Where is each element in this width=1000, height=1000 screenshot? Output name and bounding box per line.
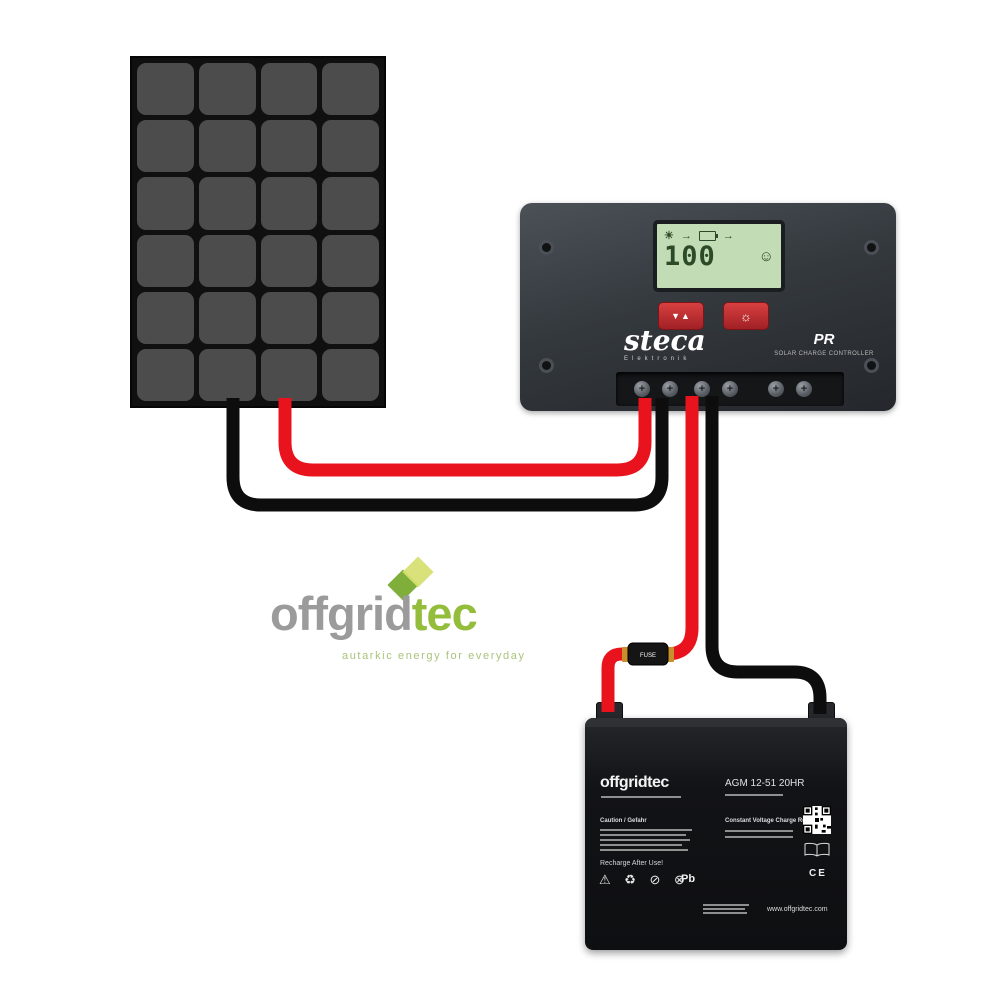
battery-icon xyxy=(698,230,718,241)
cable-battery-positive xyxy=(601,396,699,712)
solar-cell xyxy=(137,348,194,401)
fuse-nut-icon xyxy=(622,647,630,662)
solar-cell xyxy=(198,177,256,230)
solar-cell xyxy=(322,291,379,344)
solar-cell xyxy=(198,291,256,344)
solar-panel xyxy=(130,56,386,408)
lead-pb-label: Pb xyxy=(681,873,696,885)
fine-print-line xyxy=(600,829,692,831)
steca-sub-brand: Elektronik xyxy=(624,356,691,362)
battery-artno-line xyxy=(725,794,783,796)
solar-cell xyxy=(198,63,256,116)
terminal-screw-icon xyxy=(768,381,784,397)
mounting-hole-icon xyxy=(867,361,876,370)
battery-lid xyxy=(585,718,847,727)
fuse-body xyxy=(627,642,669,666)
solar-cell xyxy=(260,291,318,344)
terminal-screw-icon xyxy=(694,381,710,397)
fine-print-line xyxy=(600,849,688,851)
solar-cell xyxy=(322,120,379,173)
battery-caution-title: Caution / Gefahr xyxy=(600,818,647,824)
manual-book-icon xyxy=(804,842,830,857)
fine-print-line xyxy=(600,834,686,836)
inline-fuse: FUSE xyxy=(622,642,674,666)
controller-light-button: ☼ xyxy=(723,302,769,330)
terminal-screw-icon xyxy=(722,381,738,397)
model-name: PR xyxy=(813,331,835,348)
terminal-screw-icon xyxy=(662,381,678,397)
solar-cell xyxy=(137,120,194,173)
qr-code-icon xyxy=(803,806,831,834)
fine-print-line xyxy=(600,844,682,846)
lcd-value: 100 xyxy=(664,241,716,272)
steca-logo: steca Elektronik xyxy=(624,324,706,363)
lamp-icon: ☼ xyxy=(740,308,752,324)
fine-print-line xyxy=(703,904,749,906)
battery-regulation-title: Constant Voltage Charge Regulation xyxy=(725,818,829,824)
solar-cell xyxy=(198,234,256,287)
mounting-hole-icon xyxy=(542,243,551,252)
lcd-display: ☀ → → 100 ☺ xyxy=(653,220,785,292)
solar-cell xyxy=(137,177,194,230)
solar-panel-cells xyxy=(137,63,379,401)
lcd-icon-row: ☀ → → xyxy=(664,229,774,243)
solar-cell xyxy=(322,63,379,116)
solar-cell xyxy=(137,63,194,116)
battery-brand: offgridtec xyxy=(600,774,669,791)
arrow-right-icon: → xyxy=(680,229,692,242)
solar-cell xyxy=(260,234,318,287)
model-caption: SOLAR CHARGE CONTROLLER xyxy=(774,351,874,357)
solar-cell xyxy=(322,348,379,401)
fuse-nut-icon xyxy=(666,647,674,662)
charge-controller: ☀ → → 100 ☺ ▼▲ ☼ steca Elektronik PR SOL… xyxy=(520,203,896,411)
model-label: PR SOLAR CHARGE CONTROLLER xyxy=(772,331,876,357)
solar-cell xyxy=(137,291,194,344)
fine-print-line xyxy=(600,839,690,841)
watermark-tagline: autarkic energy for everyday xyxy=(342,650,526,662)
ce-mark: CE xyxy=(809,868,827,879)
fine-print-line xyxy=(725,836,793,838)
lcd-readout: 100 ☺ xyxy=(664,243,774,270)
cable-battery-negative xyxy=(705,396,827,714)
terminal-screw-icon xyxy=(634,381,650,397)
mounting-hole-icon xyxy=(542,361,551,370)
solar-cell xyxy=(260,63,318,116)
smiley-icon: ☺ xyxy=(758,248,774,265)
solar-cell xyxy=(198,120,256,173)
solar-cell xyxy=(260,177,318,230)
fine-print-line xyxy=(725,830,793,832)
watermark-brand: offgridtec xyxy=(270,587,478,640)
watermark-brand-green: tec xyxy=(411,587,478,640)
select-arrows-icon: ▼▲ xyxy=(671,311,691,321)
solar-cell xyxy=(322,234,379,287)
battery-recharge-note: Recharge After Use! xyxy=(600,860,664,867)
battery-brand-tagline-line xyxy=(601,796,681,798)
solar-cell xyxy=(137,234,194,287)
fine-print-line xyxy=(703,908,745,910)
battery-warning-icons: ⚠ ♻ ⊘ ⊗ xyxy=(599,872,690,887)
solar-cell xyxy=(198,348,256,401)
battery-website: www.offgridtec.com xyxy=(767,906,828,913)
fine-print-line xyxy=(703,912,747,914)
steca-brand: steca xyxy=(624,324,706,357)
solar-cell xyxy=(260,348,318,401)
mounting-hole-icon xyxy=(867,243,876,252)
terminal-screw-icon xyxy=(796,381,812,397)
cable-panel-negative xyxy=(226,398,669,512)
offgridtec-watermark: offgridtec autarkic energy for everyday xyxy=(270,556,570,670)
controller-select-button: ▼▲ xyxy=(658,302,704,330)
watermark-brand-gray: offgrid xyxy=(270,587,413,640)
battery: offgridtec AGM 12-51 20HR Caution / Gefa… xyxy=(585,718,847,950)
battery-model: AGM 12-51 20HR xyxy=(725,778,805,789)
sun-icon: ☀ xyxy=(664,230,674,242)
terminal-block xyxy=(616,372,844,406)
arrow-right-icon: → xyxy=(722,229,734,242)
solar-cell xyxy=(260,120,318,173)
solar-cell xyxy=(322,177,379,230)
fuse-label: FUSE xyxy=(640,653,656,659)
